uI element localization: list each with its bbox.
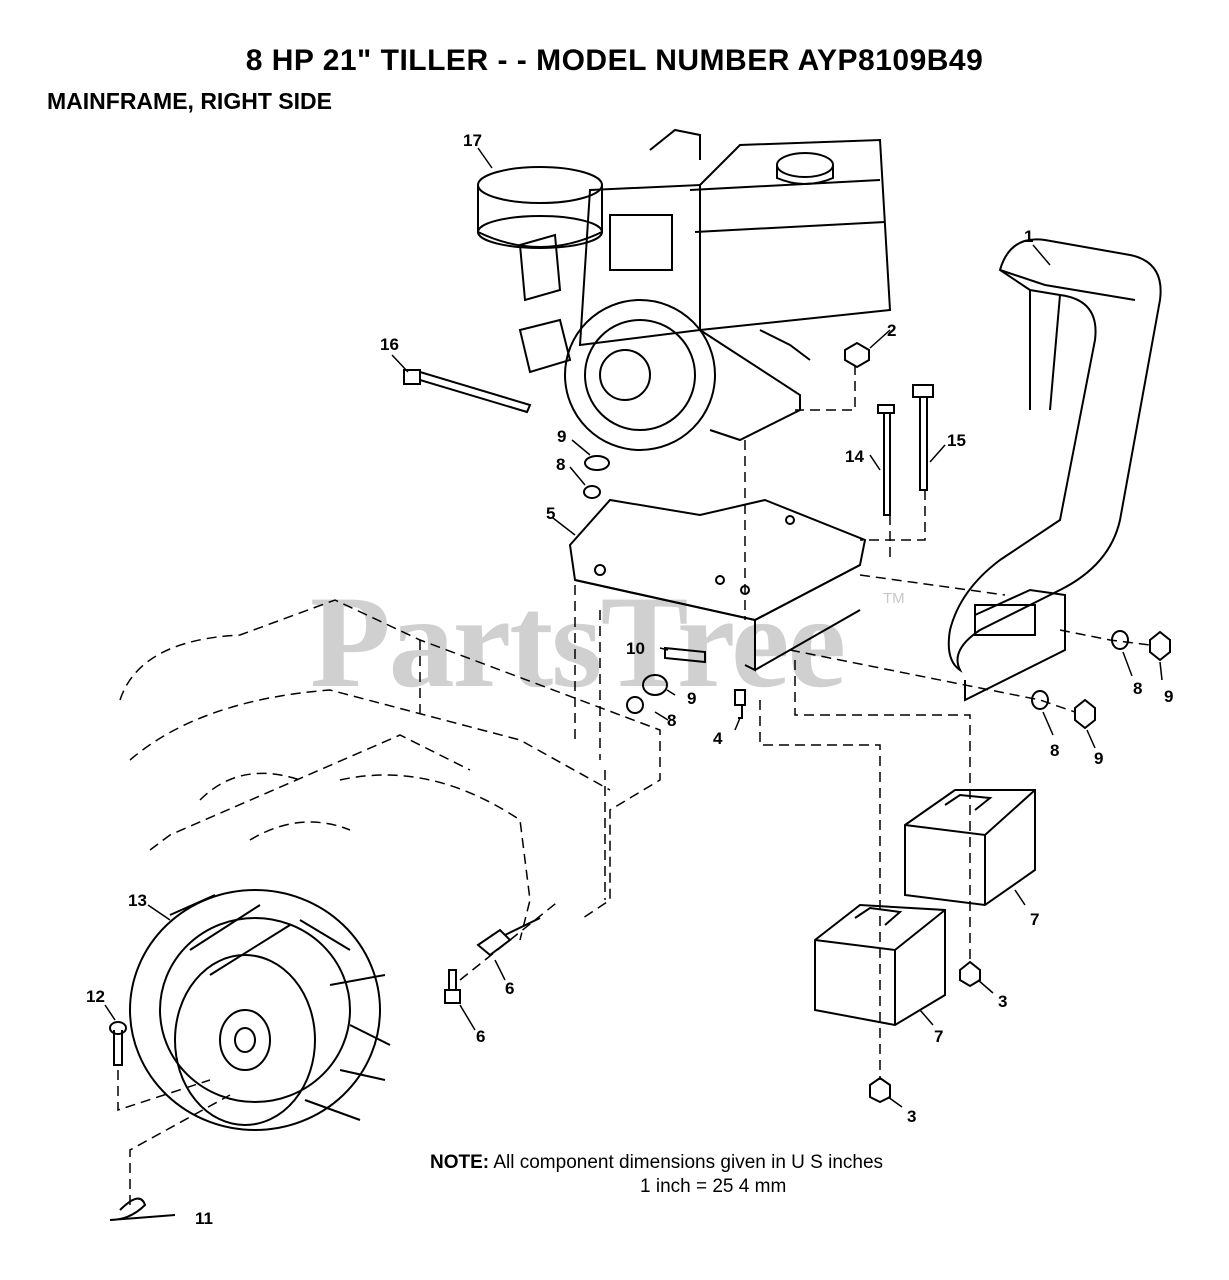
callout-13: 13	[128, 891, 147, 910]
watermark-tm: TM	[883, 590, 905, 607]
callout-3: 3	[907, 1107, 917, 1126]
callout-2: 2	[887, 321, 897, 340]
cable-tie-drawing	[403, 369, 532, 414]
callout-6: 6	[476, 1027, 486, 1046]
section-subtitle: MAINFRAME, RIGHT SIDE	[47, 88, 332, 114]
callout-4: 4	[713, 729, 723, 748]
note-label: NOTE:	[430, 1152, 490, 1173]
callout-14: 14	[845, 447, 864, 466]
callout-8: 8	[1133, 679, 1143, 698]
handle-drawing	[947, 238, 1162, 702]
callout-7: 7	[1030, 910, 1040, 929]
callout-6: 6	[505, 979, 515, 998]
callout-7: 7	[934, 1027, 944, 1046]
callout-9: 9	[687, 689, 697, 708]
callout-15: 15	[947, 431, 966, 450]
callout-10: 10	[626, 639, 645, 658]
callout-8: 8	[667, 711, 677, 730]
engine-drawing	[477, 128, 892, 451]
callout-16: 16	[380, 335, 399, 354]
callout-12: 12	[86, 987, 105, 1006]
page-title: 8 HP 21" TILLER - - MODEL NUMBER AYP8109…	[245, 44, 984, 77]
callout-17: 17	[463, 131, 482, 150]
callout-11: 11	[195, 1209, 213, 1228]
callout-3: 3	[998, 992, 1008, 1011]
note-line-2: 1 inch = 25 4 mm	[640, 1176, 787, 1197]
note-line-1: All component dimensions given in U S in…	[489, 1152, 884, 1173]
pins-drawing	[109, 1021, 176, 1221]
tiller-wheel-drawing	[129, 889, 391, 1131]
rubber-blocks-drawing	[814, 789, 1036, 1027]
bolts-14-15-drawing	[877, 384, 934, 516]
callout-9: 9	[1094, 749, 1104, 768]
mounting-plate-drawing	[568, 498, 867, 672]
callout-9: 9	[1164, 687, 1174, 706]
hardware-drawing	[444, 341, 1171, 1104]
callout-8: 8	[556, 455, 566, 474]
callout-9: 9	[557, 427, 567, 446]
dimension-note: NOTE: All component dimensions given in …	[430, 1152, 883, 1174]
callout-5: 5	[546, 504, 556, 523]
callout-8: 8	[1050, 741, 1060, 760]
callout-1: 1	[1024, 227, 1034, 246]
watermark: PartsTree	[310, 568, 846, 715]
